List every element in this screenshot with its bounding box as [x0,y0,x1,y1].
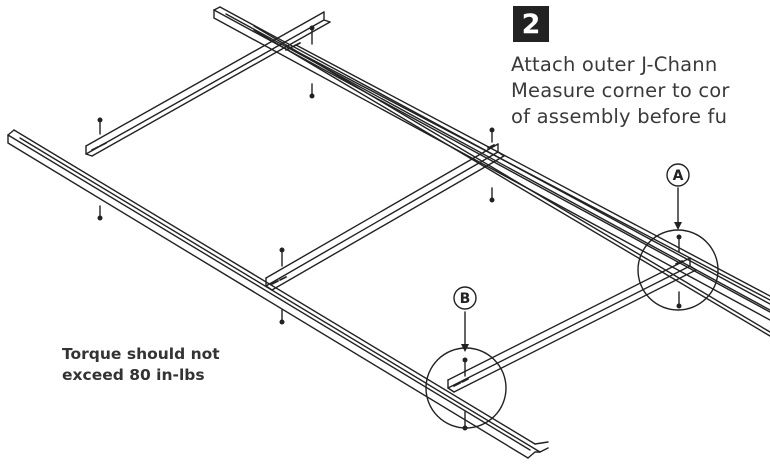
hole-marks [91,42,683,387]
instruction-line-2: Measure corner to cor [511,79,730,102]
torque-note-line-1: Torque should not [62,345,220,363]
cross-member-middle [265,143,505,291]
instruction-text: Attach outer J-Chann Measure corner to c… [511,52,770,130]
cross-member-bottom [447,257,697,393]
torque-note: Torque should not exceed 80 in-lbs [62,344,220,386]
callout-label-b: B [460,291,471,307]
step-number-badge: 2 [513,6,549,42]
instruction-line-3: of assembly before fu [511,105,728,128]
callout-bubble-b [453,286,477,310]
callout-label-a: A [673,168,684,184]
cross-member-top [85,11,331,157]
torque-note-line-2: exceed 80 in-lbs [62,366,205,384]
right-outer-rails [213,6,770,337]
callout-bubble-a [666,163,690,187]
left-outer-j-channel [7,129,549,459]
instruction-line-1: Attach outer J-Chann [511,53,718,76]
